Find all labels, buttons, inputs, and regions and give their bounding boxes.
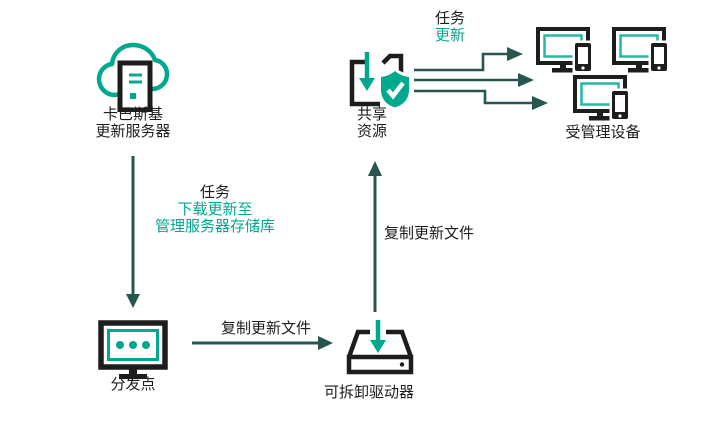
- managed-devices-label: 受管理设备: [565, 124, 641, 141]
- arrowhead-right-icon: [518, 73, 534, 87]
- monitor-dots-icon: [98, 320, 168, 382]
- arrows-share-to-devices: [414, 52, 534, 105]
- arrowhead-right-icon: [318, 336, 333, 350]
- arrowhead-right-icon: [507, 47, 523, 61]
- task-word: 任务: [199, 184, 231, 201]
- shared-folder-shield-icon: [344, 50, 416, 112]
- copy-files-vertical-label: 复制更新文件: [384, 225, 475, 242]
- drive-download-icon: [344, 314, 416, 378]
- update-word: 更新: [434, 27, 466, 44]
- managed-device-icon: [536, 27, 596, 75]
- arrowhead-down-icon: [126, 294, 140, 308]
- task-download-label: 任务下载更新至 管理服务器存储库: [155, 184, 275, 235]
- distribution-point-label: 分发点: [110, 376, 156, 393]
- shared-resource-label: 共享 资源: [357, 106, 388, 140]
- managed-device-icon: [612, 27, 672, 75]
- managed-device-icon: [573, 75, 633, 123]
- update-servers-label: 卡巴斯基 更新服务器: [95, 106, 171, 140]
- removable-drive-label: 可拆卸驱动器: [323, 384, 415, 401]
- arrowhead-right-icon: [532, 96, 548, 110]
- task-word: 任务: [434, 10, 466, 27]
- copy-files-horizontal-label: 复制更新文件: [220, 320, 312, 337]
- cloud-server-icon: [96, 36, 172, 112]
- task-update-label: 任务更新: [435, 10, 465, 44]
- arrowhead-up-icon: [368, 161, 382, 176]
- download-updates-text: 下载更新至 管理服务器存储库: [154, 201, 276, 235]
